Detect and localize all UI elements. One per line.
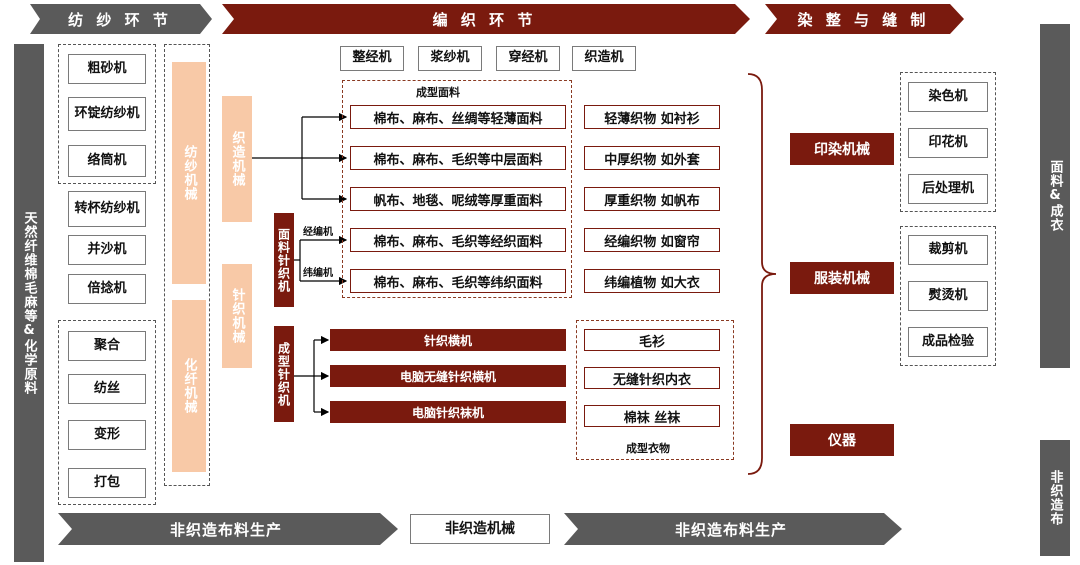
- instrument-box: 仪器: [790, 424, 894, 456]
- chemical-step-box: 聚合: [68, 331, 146, 361]
- fabric-item: 棉布、麻布、丝绸等轻薄面料: [350, 105, 566, 129]
- dyeing-banner: 染 整 与 缝 制: [797, 10, 930, 29]
- bracket-icon: [747, 73, 777, 475]
- fabric-example: 厚重织物 如帆布: [584, 187, 720, 211]
- nonwoven-machinery-box: 非织造机械: [410, 514, 550, 544]
- garment-machine-box: 熨烫机: [908, 281, 988, 311]
- nonwoven-sidebar: 非织造布: [1040, 440, 1070, 556]
- prep-machine-box: 浆纱机: [418, 46, 482, 71]
- spinning-banner: 纺 纱 环 节: [68, 10, 172, 29]
- formed-product: 无缝针织内衣: [584, 367, 720, 389]
- spinning-machinery-label: 纺纱机械: [181, 145, 197, 201]
- fabric-example: 经编织物 如窗帘: [584, 228, 720, 252]
- raw-material-sidebar: 天然纤维棉毛麻等&化学原料: [14, 44, 44, 562]
- spinning-machine-box: 络筒机: [68, 145, 146, 177]
- formed-product-group: [576, 320, 734, 460]
- fabric-knit-box: 面料针织机: [274, 213, 294, 307]
- formed-knit-machine: 针织横机: [330, 329, 566, 351]
- chemical-step-box: 变形: [68, 420, 146, 450]
- chemical-machinery-column: 化纤机械: [172, 300, 206, 472]
- spinning-machine-box: 环锭纺纱机: [68, 97, 146, 131]
- spinning-column-group: [164, 44, 210, 486]
- bottom-arrow-shapes: [58, 513, 902, 545]
- prep-machine-box: 穿经机: [496, 46, 560, 71]
- prep-machine-box: 整经机: [340, 46, 404, 71]
- weaving-banner: 编 织 环 节: [432, 10, 537, 29]
- spinning-machine-group-1: [58, 44, 156, 184]
- nonwoven-production-left: 非织造布料生产: [169, 520, 282, 539]
- dye-machine-box: 染色机: [908, 82, 988, 112]
- knitting-machinery-column: 针织机械: [222, 264, 252, 368]
- fabric-item: 棉布、麻布、毛织等经织面料: [350, 228, 566, 252]
- formed-product: 毛衫: [584, 329, 720, 351]
- spinning-machinery-column: 纺纱机械: [172, 62, 206, 284]
- top-banner-shapes: [30, 4, 964, 34]
- fabric-item: 棉布、麻布、毛织等中层面料: [350, 146, 566, 170]
- garment-machine-box: 成品检验: [908, 327, 988, 357]
- fabric-item: 棉布、麻布、毛织等纬织面料: [350, 269, 566, 293]
- dyeing-machinery-box: 印染机械: [790, 133, 894, 165]
- fabric-example: 纬编植物 如大衣: [584, 269, 720, 293]
- chemical-machinery-label: 化纤机械: [181, 358, 197, 414]
- spinning-banner-shape: [30, 4, 212, 34]
- knitting-machinery-label: 针织机械: [229, 288, 245, 344]
- garment-machine-box: 裁剪机: [908, 235, 988, 265]
- dyeing-banner-shape: [765, 4, 964, 34]
- warp-knit-label: 经编机: [303, 227, 333, 238]
- formed-product: 棉袜 丝袜: [584, 405, 720, 427]
- chemical-step-box: 纺丝: [68, 374, 146, 404]
- dye-machine-box: 印花机: [908, 128, 988, 158]
- bottom-right-arrow-shape: [564, 513, 902, 545]
- fabric-group: [342, 80, 572, 298]
- formed-knit-machine: 电脑针织袜机: [330, 401, 566, 423]
- spinning-machine-box: 转杯纺纱机: [68, 191, 146, 227]
- garment-machine-group: [900, 226, 996, 366]
- formed-product-title: 成型衣物: [626, 442, 670, 455]
- nonwoven-production-right: 非织造布料生产: [674, 520, 787, 539]
- fabric-example: 轻薄织物 如衬衫: [584, 105, 720, 129]
- fabric-knit-label: 面料针织机: [276, 227, 291, 293]
- nonwoven-sidebar-label: 非织造布: [1047, 470, 1063, 526]
- fabric-item: 帆布、地毯、呢绒等厚重面料: [350, 187, 566, 211]
- spinning-machine-box: 粗砂机: [68, 54, 146, 84]
- fabric-garment-sidebar: 面料&成衣: [1040, 24, 1070, 368]
- formed-knit-machine: 电脑无缝针织横机: [330, 365, 566, 387]
- fabric-garment-label: 面料&成衣: [1047, 160, 1063, 232]
- weaving-banner-shape: [222, 4, 750, 34]
- loom-machinery-column: 织造机械: [222, 96, 252, 222]
- bottom-left-arrow-shape: [58, 513, 398, 545]
- raw-material-label: 天然纤维棉毛麻等&化学原料: [21, 211, 37, 395]
- prep-machine-box: 织造机: [572, 46, 636, 71]
- dye-machine-group: [900, 72, 996, 212]
- formed-knit-box: 成型针织机: [274, 326, 294, 422]
- garment-machinery-box: 服装机械: [790, 262, 894, 294]
- formed-knit-label: 成型针织机: [276, 341, 291, 407]
- chemical-step-box: 打包: [68, 468, 146, 498]
- loom-machinery-label: 织造机械: [229, 131, 245, 187]
- spinning-machine-box: 并沙机: [68, 235, 146, 265]
- chemical-step-group: [58, 320, 156, 505]
- fabric-example: 中厚织物 如外套: [584, 146, 720, 170]
- dye-machine-box: 后处理机: [908, 174, 988, 204]
- spinning-machine-box: 倍捻机: [68, 274, 146, 304]
- weft-knit-label: 纬编机: [303, 268, 333, 279]
- fabric-group-title: 成型面料: [416, 86, 460, 99]
